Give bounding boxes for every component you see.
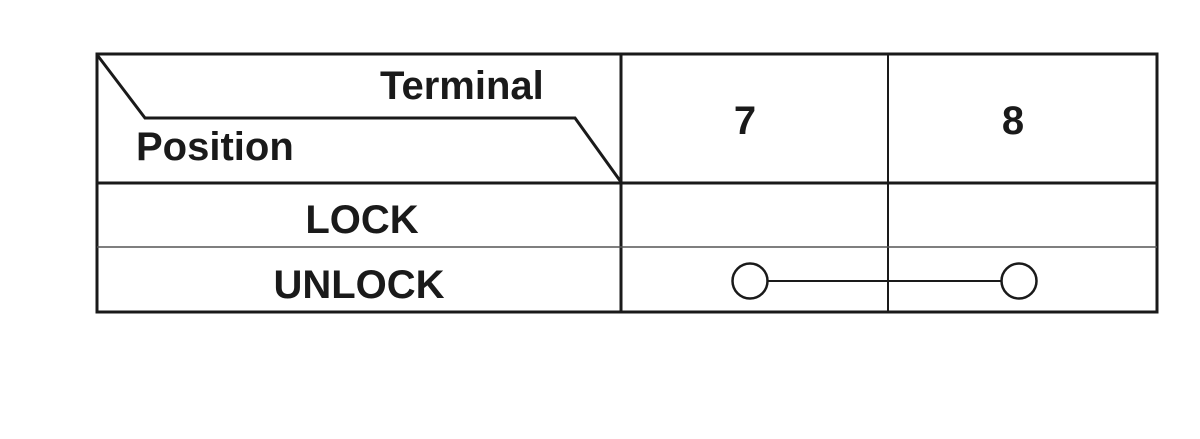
row-label-unlock: UNLOCK [273,263,445,307]
terminal-8-connection-circle [1000,262,1038,300]
unlock-continuity [731,262,1038,300]
terminal-7-connection-circle [731,262,769,300]
position-header-label: Position [136,125,294,169]
row-label-lock: LOCK [305,198,419,242]
terminal-7-header: 7 [733,99,757,143]
terminal-8-header: 8 [1001,99,1025,143]
header-diagonal-divider [96,55,623,183]
terminal-header-label: Terminal [380,64,544,108]
